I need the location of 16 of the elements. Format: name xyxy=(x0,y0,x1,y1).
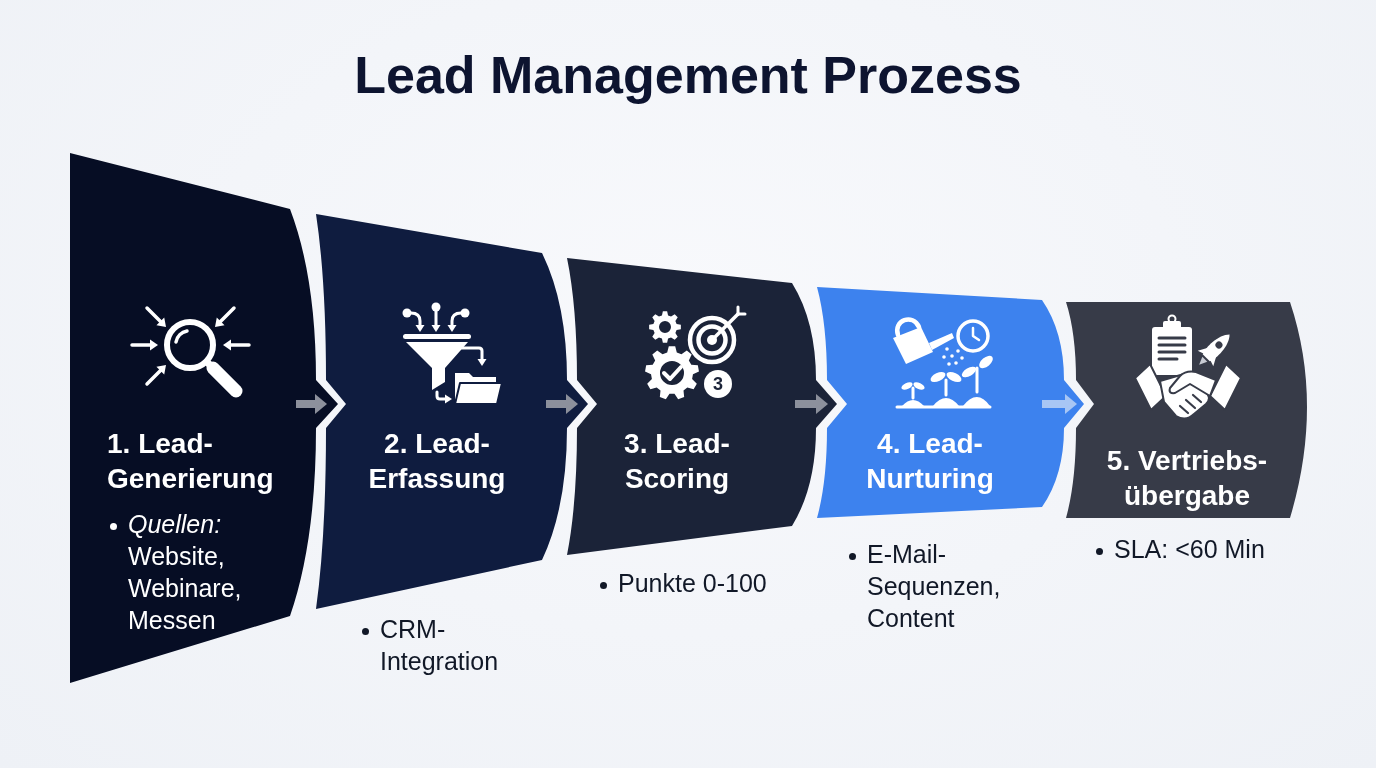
stage-title: 2. Lead-Erfassung xyxy=(367,427,507,496)
bullet-note: SLA: <60 Min xyxy=(1096,533,1296,565)
bullet-note: Punkte 0-100 xyxy=(600,567,800,599)
bullet-note: CRM-Integration xyxy=(362,613,530,677)
stage-title: 3. Lead-Scoring xyxy=(623,427,731,496)
funnel-stage xyxy=(567,258,837,555)
diagram-title: Lead Management Prozess xyxy=(354,45,1022,105)
stage-title: 1. Lead-Generierung xyxy=(107,427,275,496)
funnel-stage xyxy=(70,153,338,683)
funnel-stage xyxy=(817,287,1084,518)
stage-title: 4. Lead-Nurturing xyxy=(865,427,995,496)
bullet-note: Quellen: Website, Webinare, Messen xyxy=(110,508,270,636)
funnel-stage xyxy=(1066,302,1307,518)
stage-title: 5. Vertriebs-übergabe xyxy=(1105,444,1269,513)
bullet-note: E-Mail-Sequenzen, Content xyxy=(849,538,1027,634)
funnel-stage xyxy=(316,214,588,609)
